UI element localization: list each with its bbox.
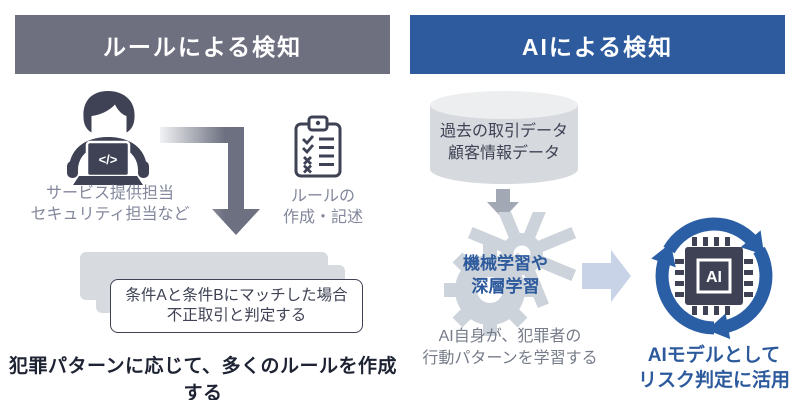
ai-chip-cycle-icon: AI xyxy=(638,208,792,342)
rules-note-label: ルールの 作成・記述 xyxy=(273,186,373,228)
ai-learning-note: AI自身が、犯罪者の 行動パターンを学習する xyxy=(415,326,605,370)
database-cylinder-icon xyxy=(430,91,578,184)
rule-panel-header: ルールによる検知 xyxy=(15,15,390,74)
rule-panel-title: ルールによる検知 xyxy=(102,33,303,60)
staff-label-line2: セキュリティ担当など xyxy=(30,206,190,223)
chip-icon: AI xyxy=(675,237,753,315)
ai-panel-header: AIによる検知 xyxy=(410,15,785,74)
person-with-laptop-icon: </> xyxy=(67,91,149,185)
ai-learning-note-line1: AI自身が、犯罪者の xyxy=(438,328,582,345)
rules-note-line1: ルールの xyxy=(290,188,355,205)
staff-label: サービス提供担当 セキュリティ担当など xyxy=(20,183,200,225)
right-arrow-icon xyxy=(582,250,631,302)
bent-down-arrow-icon xyxy=(160,127,260,235)
rule-card-line1: 条件Aと条件Bにマッチした場合 xyxy=(125,287,348,304)
ai-usage-note-line2: リスク判定に活用 xyxy=(637,370,790,391)
ai-usage-note: AIモデルとして リスク判定に活用 xyxy=(630,343,798,393)
ai-learning-note-line2: 行動パターンを学習する xyxy=(422,350,598,367)
chip-ai-label: AI xyxy=(706,269,722,286)
machine-learning-line2: 深層学習 xyxy=(471,277,540,296)
down-arrow-icon xyxy=(487,189,519,219)
database-label-line2: 顧客情報データ xyxy=(447,145,560,162)
clipboard-checklist-icon xyxy=(294,115,342,178)
ai-panel-title: AIによる検知 xyxy=(521,33,674,60)
machine-learning-line1: 機械学習や xyxy=(463,254,548,273)
staff-label-line1: サービス提供担当 xyxy=(45,185,174,202)
machine-learning-label: 機械学習や 深層学習 xyxy=(428,252,583,298)
rule-card-front: 条件Aと条件Bにマッチした場合 不正取引と判定する xyxy=(110,279,363,333)
database-label-line1: 過去の取引データ xyxy=(439,123,568,140)
database-label: 過去の取引データ 顧客情報データ xyxy=(428,121,580,165)
rule-bottom-note: 犯罪パターンに応じて、多くのルールを作成する xyxy=(8,356,398,400)
laptop-code-glyph: </> xyxy=(99,152,118,167)
rule-card-line2: 不正取引と判定する xyxy=(166,307,307,324)
gears-icon xyxy=(444,212,577,336)
rules-note-line2: 作成・記述 xyxy=(282,209,363,226)
ai-usage-note-line1: AIモデルとして xyxy=(647,345,781,366)
